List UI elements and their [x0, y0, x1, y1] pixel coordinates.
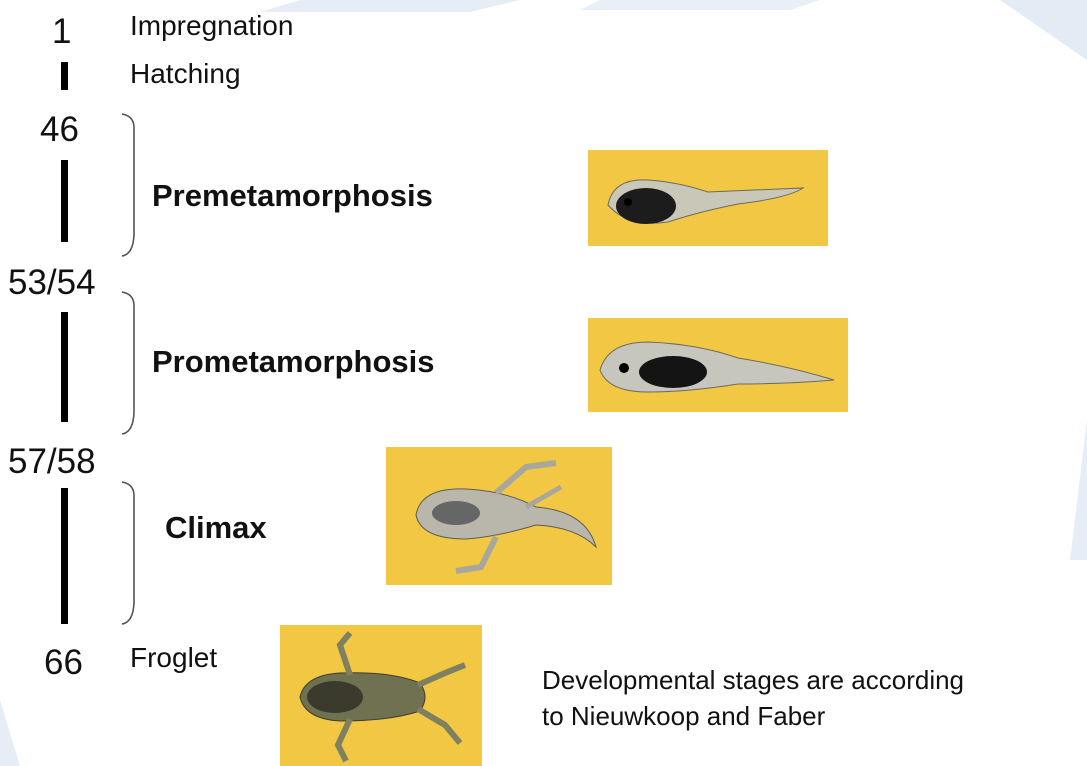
- stage-label-froglet: Froglet: [130, 644, 217, 672]
- stage-label-impregnation: Impregnation: [130, 12, 293, 40]
- stage-label-hatching: Hatching: [130, 60, 241, 88]
- timeline-segment-1: [61, 62, 68, 90]
- note-line-2: to Nieuwkoop and Faber: [542, 700, 825, 734]
- timeline-segment-2: [61, 160, 68, 242]
- stage-number-46: 46: [40, 112, 79, 147]
- phase-prometamorphosis: Prometamorphosis: [152, 346, 435, 377]
- stage-number-57-58: 57/58: [8, 444, 96, 479]
- phase-premetamorphosis: Premetamorphosis: [152, 180, 433, 211]
- brace-climax: [118, 480, 148, 626]
- tadpole-prometamorphosis-photo: [588, 318, 848, 412]
- brace-premetamorphosis: [118, 112, 148, 258]
- froglet-photo: [280, 625, 482, 766]
- timeline-segment-4: [61, 488, 68, 624]
- timeline-segment-3: [61, 312, 68, 422]
- note-line-1: Developmental stages are according: [542, 664, 964, 698]
- stage-number-1: 1: [52, 14, 71, 49]
- stage-number-53-54: 53/54: [8, 265, 96, 300]
- phase-climax: Climax: [165, 512, 267, 543]
- stage-number-66: 66: [44, 645, 83, 680]
- tadpole-premetamorphosis-photo: [588, 150, 828, 246]
- brace-prometamorphosis: [118, 290, 148, 436]
- tadpole-climax-photo: [386, 447, 612, 585]
